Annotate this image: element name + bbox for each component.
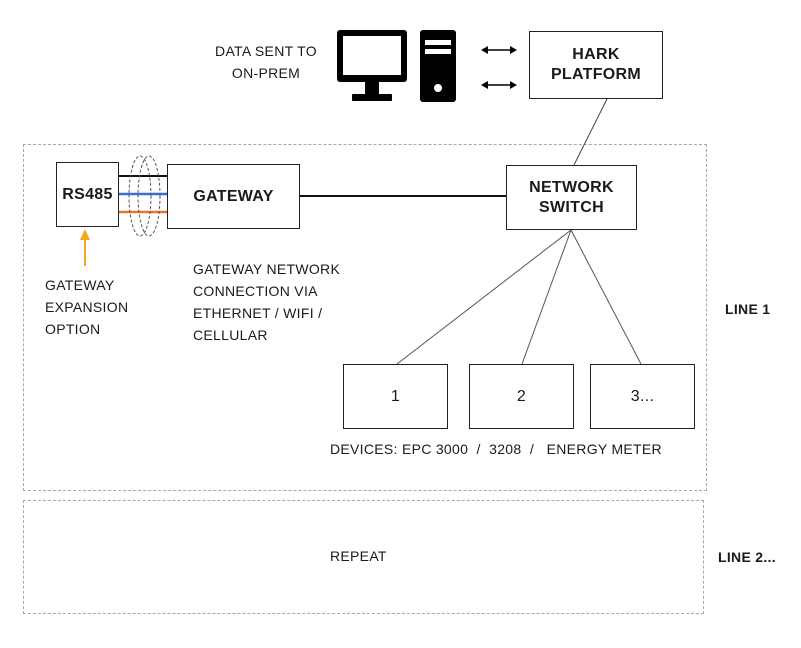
gateway-box: GATEWAY [167,164,300,229]
rs485-box: RS485 [56,162,119,227]
device-box-2: 2 [469,364,574,429]
line2-group [23,500,704,614]
device-box-3: 3... [590,364,695,429]
rs485-wires [118,175,168,214]
line2-label: LINE 2... [718,549,776,565]
line1-group [23,144,707,491]
cable-bundle-icon [128,155,161,237]
data-sent-label: DATA SENT TO ON-PREM [215,43,317,81]
device-box-1: 1 [343,364,448,429]
switch-device-links [396,229,642,365]
double-arrow-icon [481,46,517,89]
computer-icon [337,30,456,102]
expansion-arrow-icon [80,229,90,266]
gateway-expansion-label: GATEWAY EXPANSION OPTION [45,277,129,337]
hark-platform-box: HARK PLATFORM [529,31,663,99]
line1-label: LINE 1 [725,301,771,317]
platform-switch-link [573,98,608,166]
network-switch-box: NETWORK SWITCH [506,165,637,230]
repeat-label: REPEAT [330,548,387,564]
gateway-connection-label: GATEWAY NETWORK CONNECTION VIA ETHERNET … [193,261,341,343]
devices-caption: DEVICES: EPC 3000 / 3208 / ENERGY METER [330,441,662,457]
